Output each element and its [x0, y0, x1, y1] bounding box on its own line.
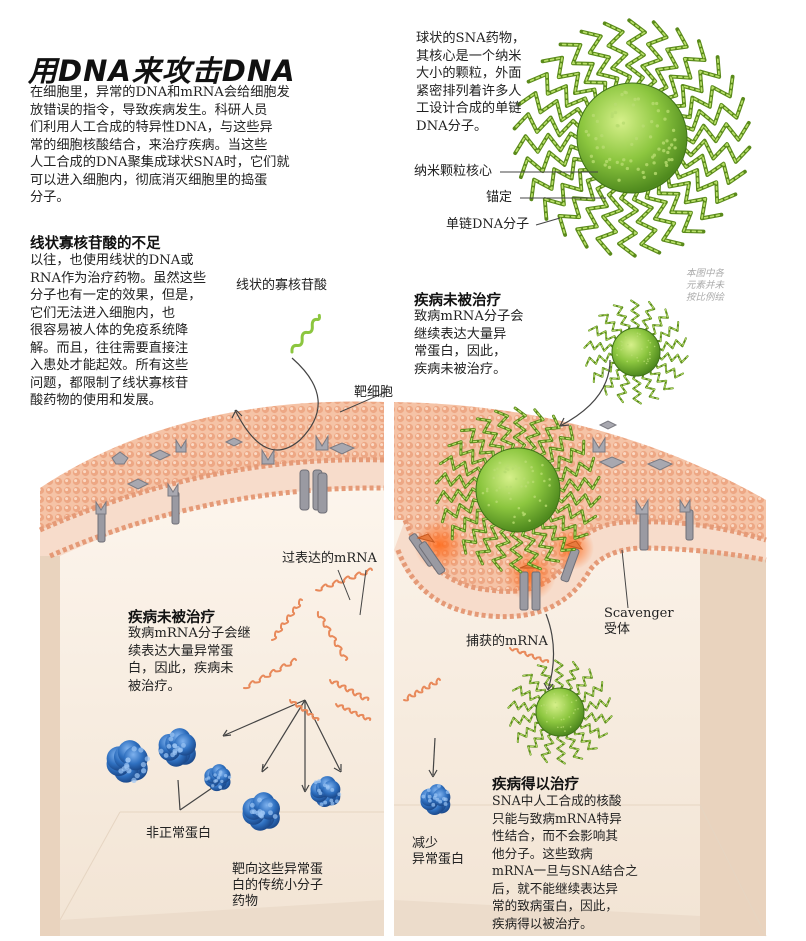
untreated-left-paragraph: 致病mRNA分子会继续表达大量异常蛋 白，因此，疾病未被治疗。 [128, 625, 278, 695]
label-small-molecule-drug: 靶向这些异常蛋白的传统小分子药物 [232, 862, 323, 910]
label-anchor: 锚定 [486, 190, 512, 206]
label-scavenger-receptor: Scavenger受体 [604, 606, 674, 638]
label-target-cell: 靶细胞 [354, 385, 393, 401]
scale-note: 本图中各元素并未按比例绘 [686, 268, 724, 304]
label-single-strand-dna: 单链DNA分子 [446, 217, 529, 233]
label-linear-oligo: 线状的寡核苷酸 [236, 278, 327, 294]
linear-paragraph: 以往，也使用线状的DNA或RNA作为治疗药物。虽然这些分子也有一定的效果，但是，… [30, 252, 230, 410]
label-overexpressed-mrna: 过表达的mRNA [282, 551, 377, 567]
untreated-left-heading: 疾病未被治疗 [128, 606, 215, 627]
label-captured-mrna: 捕获的mRNA [466, 634, 548, 650]
sna-large [515, 20, 750, 255]
linear-oligonucleotide [285, 315, 327, 352]
linear-heading: 线状寡核苷酸的不足 [30, 232, 161, 253]
sna-description: 球状的SNA药物，其核心是一个纳米 大小的颗粒，外面紧密排列着许多人 工设计合成… [416, 30, 546, 135]
sna-small-approaching [584, 301, 687, 404]
untreated-right-heading: 疾病未被治疗 [414, 289, 501, 310]
treated-heading: 疾病得以治疗 [492, 773, 579, 794]
intro-paragraph: 在细胞里，异常的DNA和mRNA会给细胞发放错误的指令，导致疾病发生。科研人员们… [30, 84, 330, 207]
label-reduced-abnormal-protein: 减少异常蛋白 [412, 836, 464, 868]
label-abnormal-protein: 非正常蛋白 [146, 826, 211, 842]
untreated-right-paragraph: 致病mRNA分子会继续表达大量异 常蛋白，因此，疾病未被治疗。 [414, 308, 544, 378]
label-nanoparticle-core: 纳米颗粒核心 [414, 164, 492, 180]
treated-paragraph: SNA中人工合成的核酸只能与致病mRNA特异 性结合，而不会影响其他分子。这些致… [492, 792, 662, 932]
